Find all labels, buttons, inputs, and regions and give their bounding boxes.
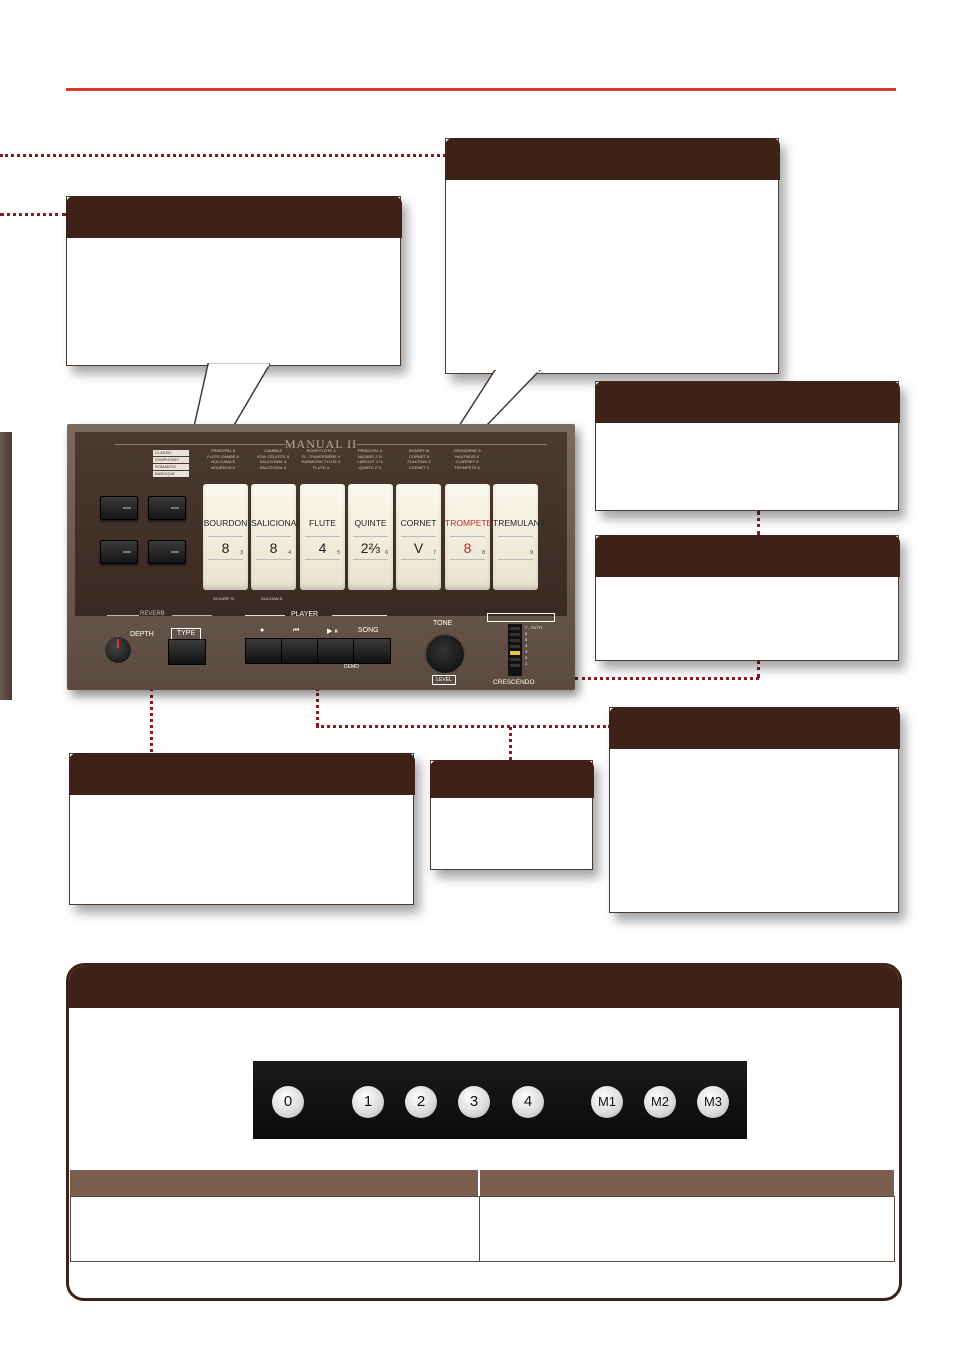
leader-line xyxy=(757,511,760,535)
rewind-icon: ⏮ xyxy=(293,627,300,634)
piston-button-2[interactable]: 2 xyxy=(405,1086,437,1118)
record-button[interactable] xyxy=(245,638,283,664)
leader-line xyxy=(0,213,66,216)
stop-tab-bourdon[interactable]: BOURDON 8 3 xyxy=(203,484,248,590)
depth-label: DEPTH xyxy=(130,631,154,638)
piston-button-4[interactable]: 4 xyxy=(512,1086,544,1118)
record-icon: ● xyxy=(260,627,265,634)
callout-box xyxy=(594,534,900,661)
demo-label: DEMO xyxy=(344,664,359,670)
crescendo-meter xyxy=(508,624,522,676)
piston-button-0[interactable]: 0 xyxy=(272,1086,304,1118)
stop-tab-trompete[interactable]: TROMPETE 8 8 xyxy=(445,484,492,590)
depth-knob[interactable] xyxy=(105,637,131,663)
piston-button-m1[interactable]: M1 xyxy=(591,1086,623,1118)
piston-button-m2[interactable]: M2 xyxy=(644,1086,676,1118)
callout-box xyxy=(65,195,402,366)
callout-box xyxy=(594,380,900,511)
style-selector-button[interactable] xyxy=(148,496,186,520)
leader-line xyxy=(150,688,153,752)
leader-line xyxy=(575,677,759,680)
section-header xyxy=(69,966,899,1008)
callout-box xyxy=(608,706,900,913)
table-cell xyxy=(70,1196,480,1262)
piston-button-3[interactable]: 3 xyxy=(458,1086,490,1118)
rewind-button[interactable] xyxy=(281,638,319,664)
style-selector-button[interactable] xyxy=(100,540,138,564)
style-selector-label: CLASSIC xyxy=(153,450,189,456)
leader-line xyxy=(0,154,446,157)
manual-title: MANUAL II xyxy=(284,437,358,451)
stop-tab-tremulant[interactable]: TREMULANT 9 xyxy=(493,484,545,590)
reverb-label: REVERB xyxy=(140,611,165,617)
play-pause-icon: ▶ ⏸ xyxy=(327,628,338,635)
song-button[interactable] xyxy=(353,638,391,664)
table-header-cell xyxy=(70,1170,478,1196)
piston-button-1[interactable]: 1 xyxy=(352,1086,384,1118)
leader-line xyxy=(316,725,611,728)
style-selector-button[interactable] xyxy=(100,496,138,520)
stop-tab-cornet[interactable]: CORNET V 7 xyxy=(396,484,441,590)
callout-box xyxy=(429,759,594,870)
side-panel-edge xyxy=(0,432,12,700)
level-label: LEVEL xyxy=(432,675,456,685)
tone-knob[interactable] xyxy=(424,633,466,675)
organ-panel-manual-ii: MANUAL II CLASSIC SYMPHONIC ROMANTIC BAR… xyxy=(67,424,575,690)
style-selector-label: BAROQUE xyxy=(153,471,189,477)
stop-section: MANUAL II CLASSIC SYMPHONIC ROMANTIC BAR… xyxy=(75,432,567,616)
callout-box xyxy=(444,137,780,374)
stop-alt-label: SCHARF IV xyxy=(213,596,235,601)
stop-alt-label: DULCIAN 8 xyxy=(261,596,282,601)
crescendo-display xyxy=(487,613,555,622)
leader-line xyxy=(316,688,319,726)
stop-tab-flute[interactable]: FLUTE 4 5 xyxy=(300,484,345,590)
piston-button-m3[interactable]: M3 xyxy=(697,1086,729,1118)
callout-box xyxy=(68,752,415,905)
play-pause-button[interactable] xyxy=(317,638,355,664)
style-selector-label: SYMPHONIC xyxy=(153,457,189,463)
table-header-cell xyxy=(480,1170,894,1196)
style-selector-button[interactable] xyxy=(148,540,186,564)
tone-label: TONE xyxy=(433,620,453,627)
song-label: SONG xyxy=(358,627,379,634)
leader-line xyxy=(509,727,512,760)
stop-tab-salicional[interactable]: SALICIONAL 8 4 xyxy=(251,484,301,590)
page-header-rule xyxy=(66,88,896,91)
stop-tab-quinte[interactable]: QUINTE 2⅔ 6 xyxy=(348,484,393,590)
leader-line xyxy=(757,660,760,678)
reverb-type-button[interactable] xyxy=(168,639,206,665)
crescendo-label: CRESCENDO xyxy=(493,679,535,686)
table-cell xyxy=(479,1196,895,1262)
style-selector-label: ROMANTIC xyxy=(153,464,189,470)
player-label: PLAYER xyxy=(291,611,319,618)
